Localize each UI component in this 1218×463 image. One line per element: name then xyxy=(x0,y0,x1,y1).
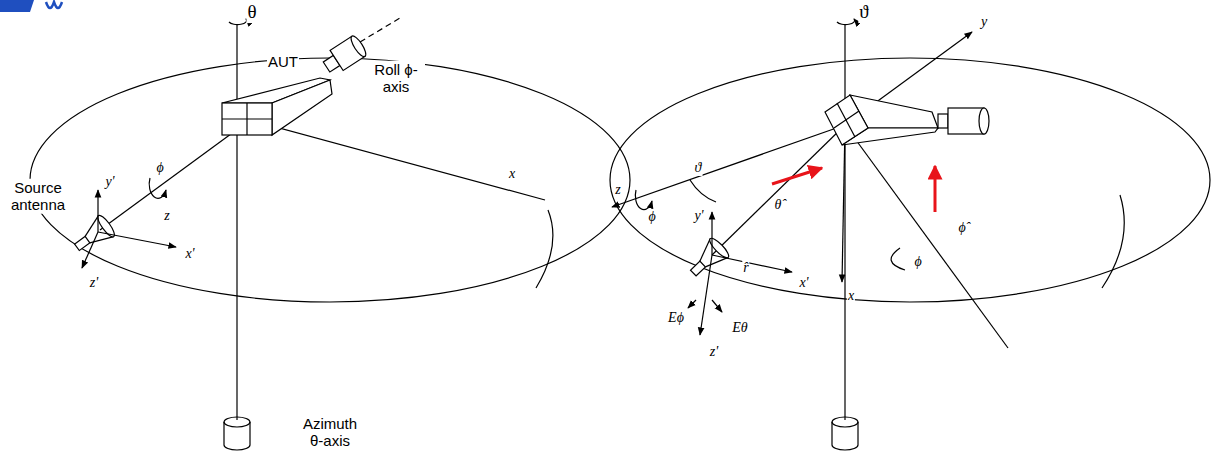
axis-label: z' xyxy=(709,344,719,360)
phi-angle-arc xyxy=(891,248,905,270)
axis-label: x' xyxy=(184,246,195,262)
unit-vector-label: ϕ̂ xyxy=(957,220,966,236)
part-name: Roll ϕ-axis xyxy=(367,61,425,96)
axis-label: y xyxy=(980,14,988,30)
logo-fragment xyxy=(0,0,62,12)
field-label: Eϕ xyxy=(667,310,685,326)
aut-horn xyxy=(825,95,989,145)
roll-axis xyxy=(360,18,400,42)
unit-vector-label: θ̂ xyxy=(774,197,783,213)
angle-label: ϕ xyxy=(647,209,656,225)
unit-vector-label: r̂ xyxy=(742,260,749,276)
angle-label: ϕ xyxy=(155,160,164,176)
part-name: Azimuth θ-axis xyxy=(294,415,366,450)
part-name: AUT xyxy=(267,53,299,70)
aut-horn xyxy=(222,34,368,135)
axis-label: z xyxy=(163,208,170,224)
axis-label: x xyxy=(847,288,855,304)
part-name: Source antenna xyxy=(5,179,71,214)
axis-label: x' xyxy=(798,275,809,291)
angle-label: ϕ xyxy=(913,254,922,270)
z-axis xyxy=(612,125,845,207)
projection-line xyxy=(845,125,1008,348)
z-axis xyxy=(100,120,250,230)
azimuth-motor xyxy=(224,417,250,450)
axis-label: x xyxy=(508,166,516,182)
source-antenna xyxy=(69,190,176,268)
axis-label: y' xyxy=(104,174,115,190)
axis-symbol: θ xyxy=(246,1,257,23)
axis-label: y' xyxy=(693,208,704,224)
axis-symbol: ϑ xyxy=(858,1,869,23)
azimuth-axis xyxy=(844,24,845,420)
rotation-arrow xyxy=(837,19,855,25)
field-label: Eθ xyxy=(731,320,748,336)
theta-angle-arc xyxy=(690,180,716,202)
r-line xyxy=(712,125,845,255)
rotation-plane xyxy=(610,58,1210,302)
roll-arrow xyxy=(635,190,652,210)
azimuth-axis xyxy=(236,24,237,420)
roll-arrow xyxy=(149,178,166,198)
rotation-plane xyxy=(30,58,630,302)
axis-label: z xyxy=(614,182,621,198)
source-antenna xyxy=(684,212,792,335)
range-arc xyxy=(536,210,553,288)
axis-label: z' xyxy=(89,275,99,291)
theta-unit-vector xyxy=(772,168,822,184)
range-arc xyxy=(1102,195,1124,288)
angle-label: ϑ xyxy=(694,160,703,176)
phi-unit-vector xyxy=(934,166,937,212)
azimuth-motor xyxy=(832,417,858,450)
rotation-arrow xyxy=(229,19,247,25)
x-axis xyxy=(250,120,545,200)
x-axis xyxy=(842,125,845,282)
